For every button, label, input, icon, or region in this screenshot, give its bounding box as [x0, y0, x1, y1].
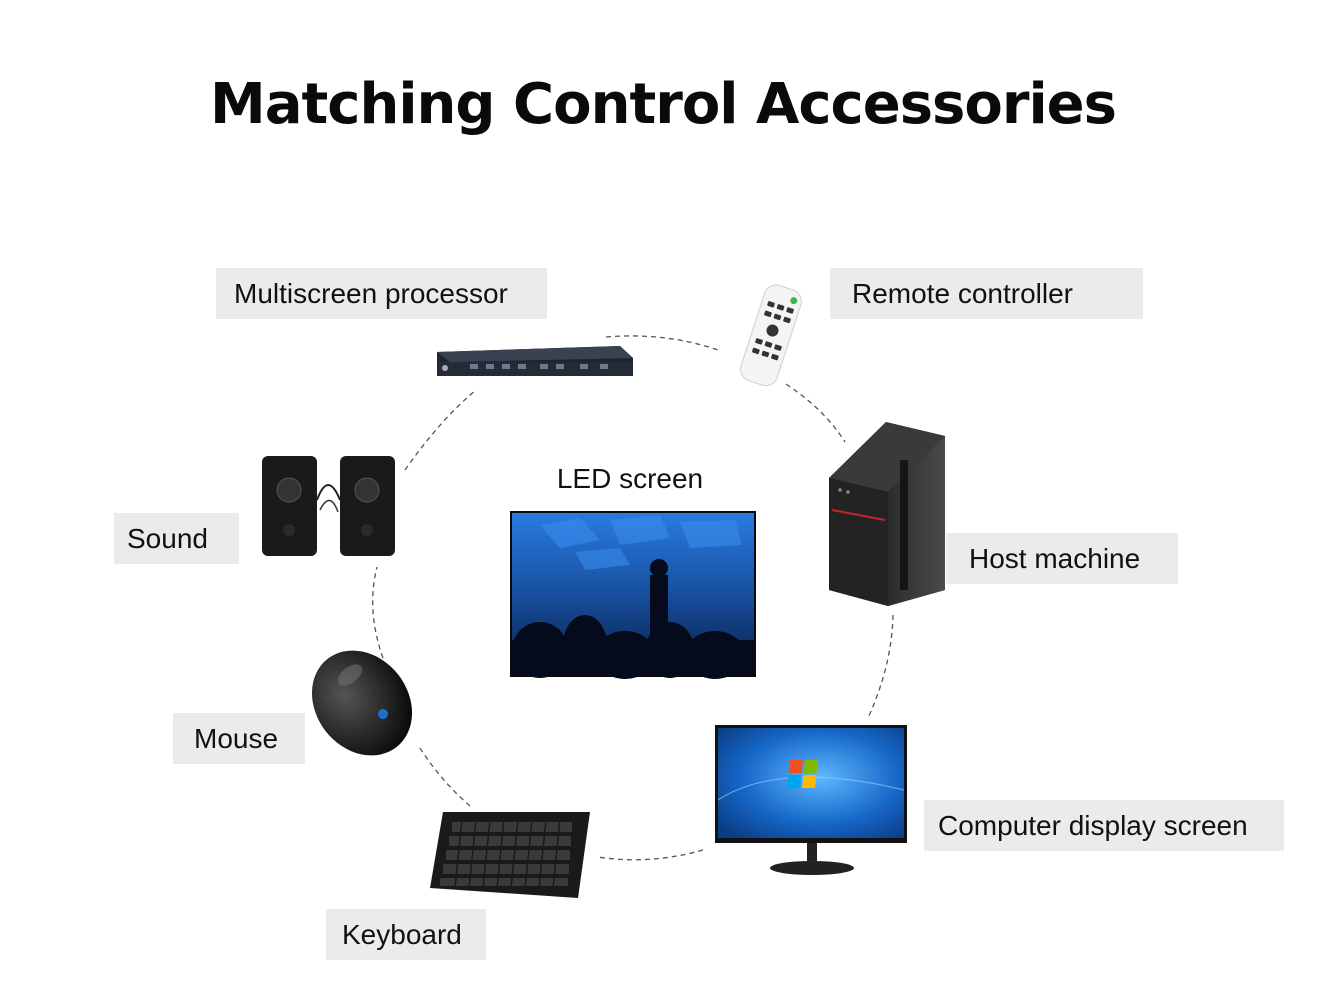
connector-sound-processor [404, 389, 477, 471]
led-screen-image [510, 511, 756, 679]
sound-speakers-icon [262, 456, 395, 556]
host-machine-icon [829, 422, 945, 606]
label-sound: Sound [114, 513, 239, 564]
label-multiscreen-processor: Multiscreen processor [216, 268, 547, 319]
connector-display-keyboard [597, 849, 704, 861]
computer-display-icon [715, 725, 907, 875]
label-mouse: Mouse [173, 713, 305, 764]
multiscreen-processor-icon [437, 346, 633, 376]
connector-remote-host [785, 383, 846, 443]
remote-controller-icon [740, 284, 802, 387]
connector-processor-remote [605, 335, 719, 351]
mouse-icon [311, 650, 413, 756]
connector-host-display [867, 614, 894, 719]
connector-keyboard-mouse [417, 744, 471, 807]
connector-ring [372, 335, 894, 861]
label-computer-display-screen: Computer display screen [924, 800, 1284, 851]
keyboard-icon [430, 812, 590, 898]
label-keyboard: Keyboard [326, 909, 486, 960]
label-host-machine: Host machine [946, 533, 1178, 584]
label-remote-controller: Remote controller [830, 268, 1143, 319]
page-title: Matching Control Accessories [210, 72, 1117, 137]
led-screen-label: LED screen [556, 463, 704, 494]
connector-mouse-sound [372, 566, 384, 659]
